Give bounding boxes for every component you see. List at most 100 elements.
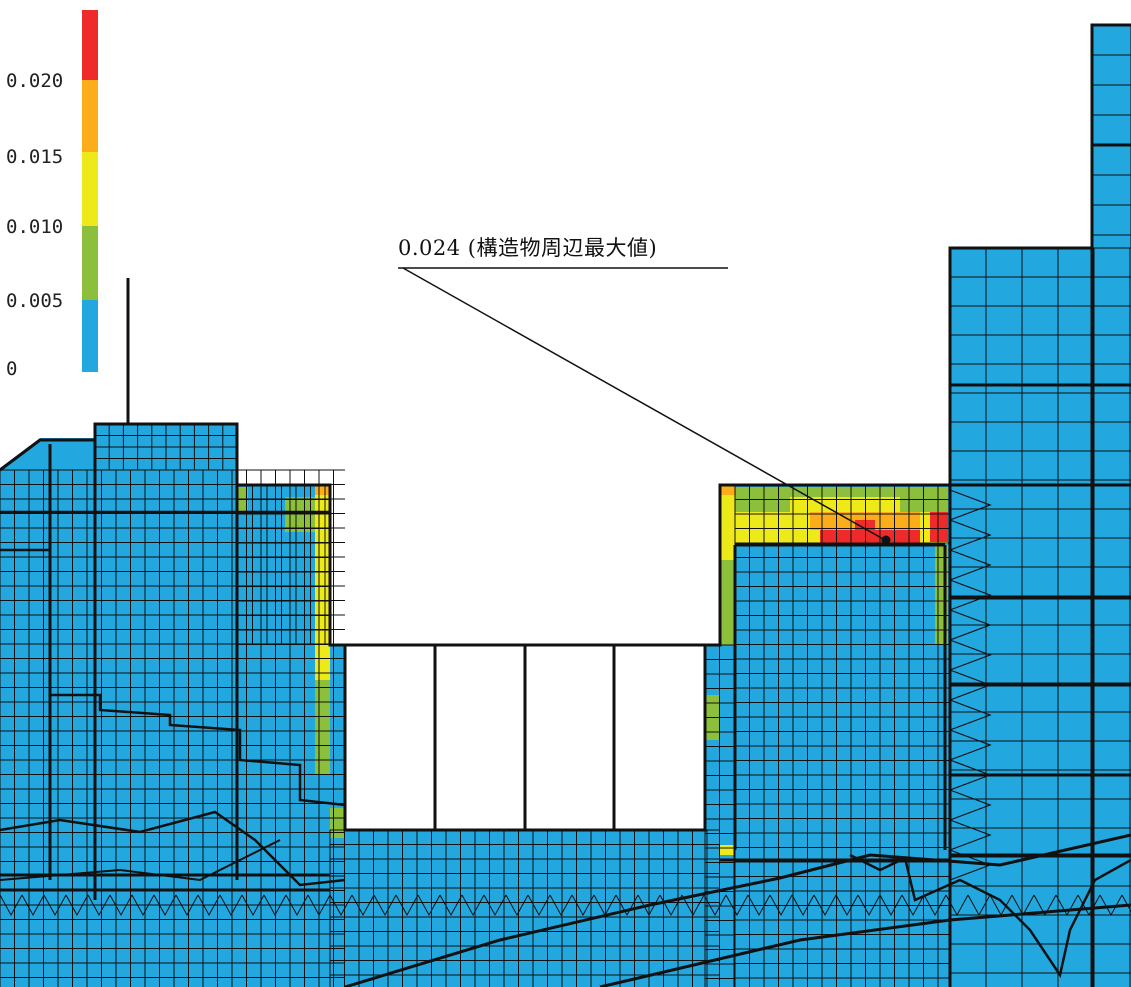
contour-patch-yellow — [790, 497, 900, 512]
max-value-marker — [881, 535, 891, 545]
boundary-spring-mark — [949, 549, 992, 581]
boundary-spring-mark — [1121, 894, 1131, 913]
boundary-spring-mark — [527, 894, 551, 917]
contour-patch-green — [720, 560, 735, 645]
boundary-spring-mark — [813, 894, 837, 917]
boundary-spring-mark — [329, 894, 353, 917]
contour-patch-yellow — [315, 645, 330, 680]
color-scale-legend: 0.020 0.015 0.010 0.005 0 — [0, 0, 110, 380]
boundary-spring-mark — [725, 894, 749, 917]
boundary-spring-mark — [571, 894, 595, 917]
legend-swatch-blue — [82, 300, 98, 372]
max-value-annotation: 0.024 (構造物周辺最大値) — [398, 236, 658, 260]
legend-swatch-yellow — [82, 152, 98, 226]
boundary-spring-mark — [923, 894, 947, 917]
boundary-spring-mark — [219, 894, 243, 917]
boundary-spring-mark — [747, 894, 771, 917]
boundary-spring-mark — [949, 489, 992, 521]
boundary-spring-mark — [285, 894, 309, 917]
boundary-spring-mark — [967, 894, 991, 917]
boundary-spring-mark — [483, 894, 507, 917]
left-block-region — [0, 424, 345, 987]
boundary-spring-mark — [949, 609, 992, 641]
boundary-spring-mark — [241, 894, 265, 917]
boundary-spring-mark — [109, 894, 133, 917]
legend-tick-0: 0 — [6, 358, 18, 380]
boundary-spring-mark — [615, 894, 639, 917]
boundary-spring-mark — [949, 579, 992, 611]
boundary-spring-mark — [989, 894, 1013, 917]
contour-patch-green — [315, 680, 330, 775]
contour-patch-green — [330, 808, 345, 838]
annotation-leader-line — [402, 267, 886, 541]
boundary-spring-mark — [43, 894, 67, 917]
boundary-spring-mark — [373, 894, 397, 917]
boundary-spring-mark — [835, 894, 859, 917]
contour-patch-orange — [720, 485, 735, 495]
boundary-spring-mark — [175, 894, 199, 917]
boundary-spring-mark — [1011, 894, 1035, 917]
legend-tick-0015: 0.015 — [6, 146, 64, 168]
contour-patch-orange — [315, 485, 329, 495]
boundary-spring-mark — [549, 894, 573, 917]
boundary-spring-mark — [703, 894, 727, 917]
boundary-spring-mark — [857, 894, 881, 917]
boundary-spring-mark — [945, 894, 969, 917]
boundary-spring-mark — [21, 894, 45, 917]
boundary-spring-mark — [949, 519, 992, 551]
boundary-spring-mark — [197, 894, 221, 917]
boundary-spring-mark — [417, 894, 441, 917]
boundary-spring-mark — [0, 894, 23, 917]
contour-patch-yellow — [720, 845, 735, 855]
boundary-spring-mark — [1033, 894, 1057, 917]
boundary-spring-mark — [949, 789, 992, 821]
boundary-spring-mark — [1099, 894, 1123, 917]
boundary-spring-mark — [879, 894, 903, 917]
boundary-spring-mark — [439, 894, 463, 917]
boundary-spring-mark — [1055, 894, 1079, 917]
geology-boundary-line — [50, 693, 346, 807]
boundary-spring-mark — [949, 759, 992, 791]
boundary-spring-mark — [637, 894, 661, 917]
boundary-spring-mark — [351, 894, 375, 917]
legend-tick-0020: 0.020 — [6, 70, 64, 92]
legend-tick-0005: 0.005 — [6, 290, 64, 312]
boundary-spring-mark — [949, 639, 992, 671]
culvert-cell-4 — [615, 647, 704, 828]
boundary-spring-mark — [791, 894, 815, 917]
boundary-spring-mark — [65, 894, 89, 917]
boundary-spring-mark — [659, 894, 683, 917]
contour-patch-yellow — [315, 485, 329, 645]
boundary-spring-mark — [949, 819, 992, 851]
boundary-spring-mark — [769, 894, 793, 917]
boundary-spring-mark — [949, 849, 992, 881]
boundary-spring-mark — [263, 894, 287, 917]
boundary-spring-mark — [505, 894, 529, 917]
boundary-spring-mark — [949, 669, 992, 701]
boundary-spring-mark — [307, 894, 331, 917]
legend-swatch-orange — [82, 80, 98, 152]
boundary-spring-mark — [681, 894, 705, 917]
boundary-spring-mark — [901, 894, 925, 917]
boundary-spring-mark — [949, 699, 992, 731]
culvert-outline — [343, 643, 707, 832]
boundary-spring-mark — [395, 894, 419, 917]
culvert-cell-1 — [346, 647, 434, 828]
culvert-cell-2 — [436, 647, 524, 828]
boundary-spring-mark — [461, 894, 485, 917]
geology-boundary-line — [0, 810, 346, 887]
boundary-spring-mark — [131, 894, 155, 917]
geology-boundary-line — [344, 833, 1131, 987]
legend-swatch-green — [82, 226, 98, 300]
boundary-spring-mark — [949, 729, 992, 761]
contour-patch-red — [930, 512, 948, 542]
boundary-spring-mark — [153, 894, 177, 917]
boundary-spring-mark — [1077, 894, 1101, 917]
geology-boundary-line — [599, 903, 1131, 987]
culvert-cell-3 — [526, 647, 613, 828]
legend-swatch-red — [82, 10, 98, 80]
boundary-spring-mark — [593, 894, 617, 917]
geology-boundary-line — [849, 853, 1131, 979]
